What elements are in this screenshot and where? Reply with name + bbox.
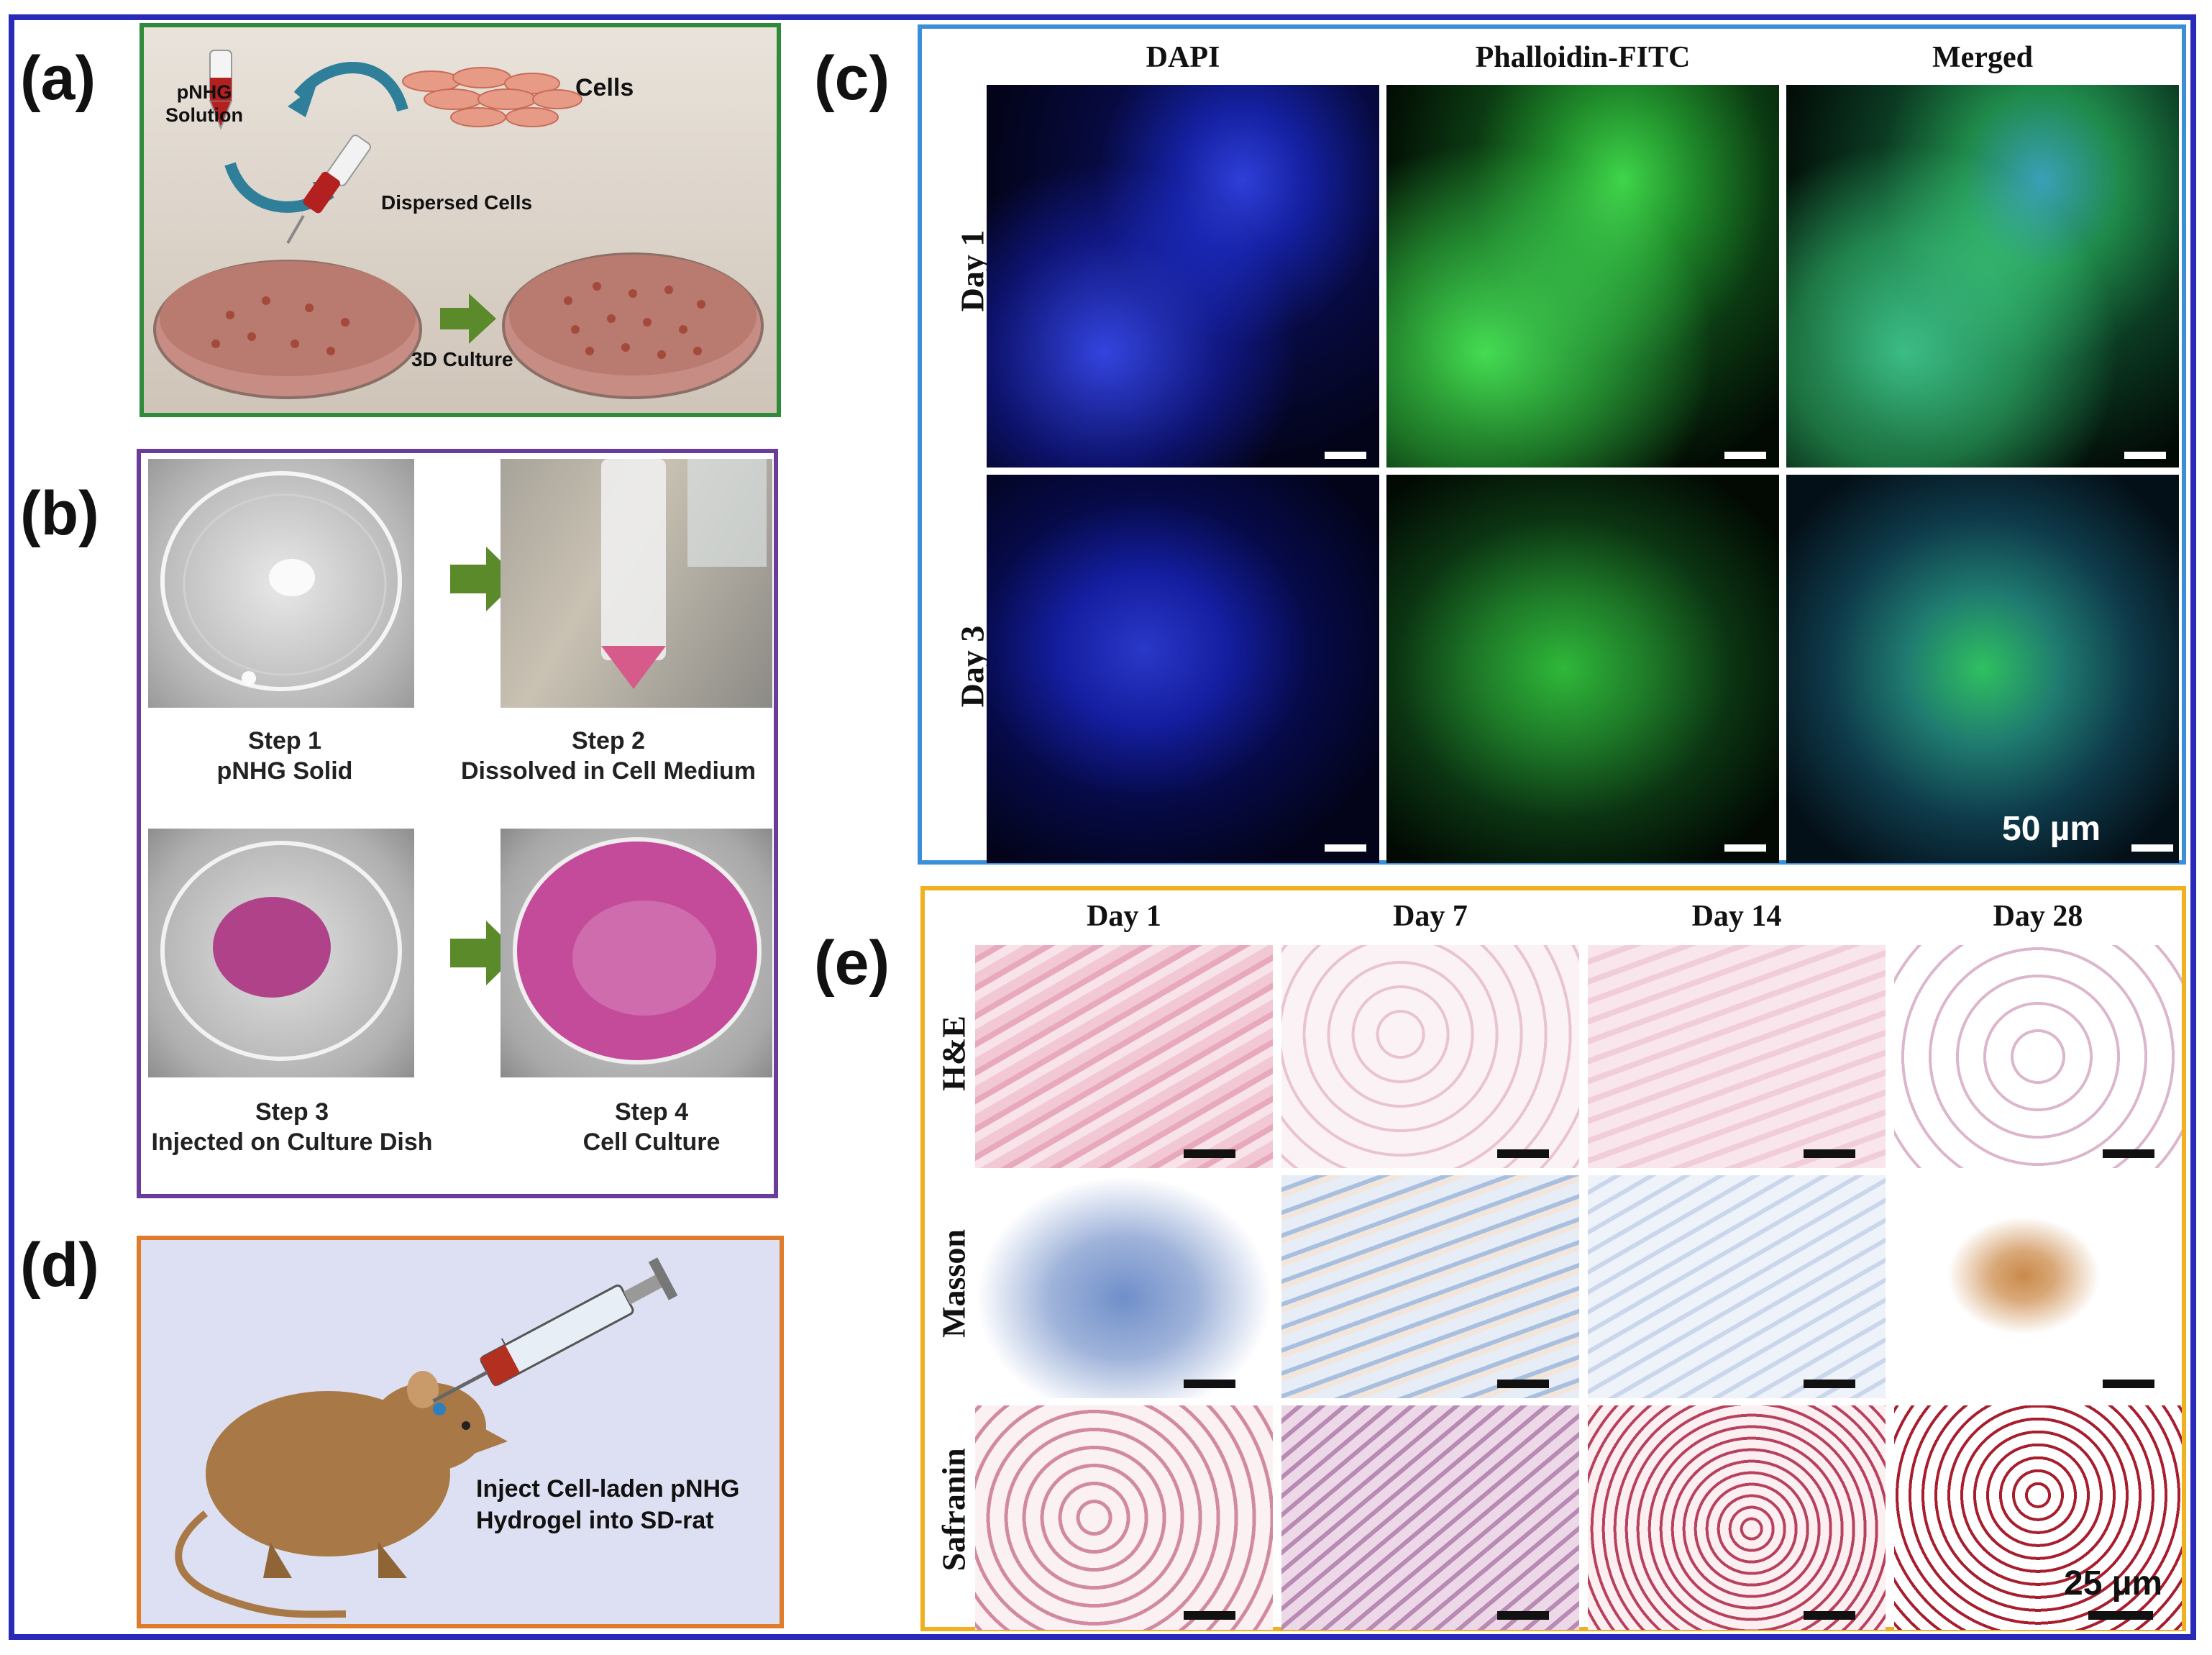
- culture-dish-right: [502, 252, 764, 399]
- column-header-dapi: DAPI: [1146, 41, 1220, 74]
- histology-he-day-28: [1894, 945, 2182, 1168]
- column-header-phalloidin: Phalloidin-FITC: [1475, 41, 1691, 74]
- histology-masson-day-28: [1894, 1175, 2182, 1398]
- photo-step-2: [501, 459, 772, 708]
- histology-he-day-7: [1281, 945, 1579, 1168]
- step-2-title: Step 2: [571, 727, 646, 754]
- step-1-desc: pNHG Solid: [216, 757, 353, 785]
- label-3d-culture: 3D Culture: [411, 348, 513, 370]
- scale-bar: [1804, 1380, 1855, 1388]
- micrograph-phalloidin-day-1: [1386, 85, 1779, 468]
- micrograph-phalloidin-day-3: [1386, 475, 1779, 863]
- micrograph-dapi-day-1: [987, 85, 1379, 468]
- column-header-merged: Merged: [1932, 41, 2033, 74]
- scale-bar: [1724, 844, 1766, 852]
- scale-bar: [2103, 1149, 2154, 1158]
- rat-icon: [175, 1371, 508, 1618]
- photo-step-1: [148, 459, 414, 708]
- micrograph-merged-day-1: [1786, 85, 2179, 468]
- scale-bar: [2103, 1380, 2154, 1388]
- histology-masson-day-7: [1281, 1175, 1579, 1398]
- step-3-title: Step 3: [255, 1098, 329, 1126]
- injection-caption: Inject Cell-laden pNHG Hydrogel into SD-…: [476, 1475, 740, 1534]
- syringe-icon: [432, 1257, 678, 1403]
- row-label-safranin: Safranin: [935, 1448, 972, 1572]
- scale-bar: [2088, 1611, 2153, 1620]
- photo-step-3: [148, 829, 414, 1077]
- histology-masson-day-14: [1588, 1175, 1886, 1398]
- arrow-icon: [440, 293, 496, 344]
- scale-bar: [1325, 452, 1366, 459]
- step-3-desc: Injected on Culture Dish: [151, 1129, 433, 1156]
- micrograph-dapi-day-3: [987, 475, 1379, 863]
- scale-bar: [1497, 1149, 1549, 1158]
- scale-bar: [2131, 844, 2173, 852]
- scale-bar: [2124, 452, 2166, 459]
- row-label-masson: Masson: [935, 1229, 972, 1338]
- panel-c: DAPI Phalloidin-FITC Merged Day 1 Day 3 …: [918, 24, 2186, 865]
- rat-injection-illustration: [175, 1257, 678, 1618]
- column-header-day-7: Day 7: [1393, 900, 1468, 933]
- histology-he-day-14: [1588, 945, 1886, 1168]
- scale-bar-label: 25 µm: [2064, 1564, 2163, 1602]
- step-1-title: Step 1: [247, 727, 322, 754]
- step-2-desc: Dissolved in Cell Medium: [461, 757, 756, 785]
- scale-bar: [1497, 1611, 1549, 1620]
- micrograph-merged-day-3: 50 µm: [1786, 475, 2179, 863]
- row-label-day-1: Day 1: [954, 229, 991, 312]
- histology-safranin-day-1: [975, 1405, 1273, 1630]
- panel-label-d: (d): [20, 1231, 99, 1300]
- histology-safranin-day-7: [1281, 1405, 1579, 1630]
- panel-label-b: (b): [20, 479, 99, 548]
- column-header-day-28: Day 28: [1993, 900, 2083, 933]
- histology-safranin-day-14: [1588, 1405, 1886, 1630]
- cell-culture-illustration: [153, 50, 764, 399]
- histology-masson-day-1: [975, 1175, 1273, 1398]
- panel-label-c: (c): [814, 44, 890, 113]
- panel-a: pNHG Solution Cells Dispersed Cells 3D C…: [140, 23, 781, 417]
- pnhg-tube-icon: [209, 50, 233, 130]
- syringe-icon: [286, 135, 372, 245]
- scale-bar: [1184, 1380, 1235, 1388]
- row-label-he: H&E: [935, 1016, 972, 1091]
- panel-e: Day 1 Day 7 Day 14 Day 28 H&E Masson Saf…: [920, 886, 2186, 1631]
- histology-safranin-day-28: 25 µm: [1894, 1405, 2182, 1630]
- scale-bar: [1804, 1149, 1855, 1158]
- scale-bar: [1497, 1380, 1549, 1388]
- label-cells: Cells: [575, 74, 634, 101]
- column-header-day-14: Day 14: [1691, 900, 1782, 933]
- step-4-title: Step 4: [614, 1098, 689, 1126]
- panel-label-e: (e): [814, 929, 890, 998]
- scale-bar-label: 50 µm: [2002, 810, 2101, 848]
- photo-step-4: [501, 829, 772, 1077]
- label-pnhg-solution: pNHG Solution: [165, 81, 243, 126]
- figure-frame: [9, 14, 2196, 1640]
- scale-bar: [1325, 844, 1366, 852]
- label-dispersed-cells: Dispersed Cells: [381, 191, 533, 214]
- row-label-day-3: Day 3: [954, 625, 991, 708]
- scale-bar: [1724, 452, 1766, 459]
- scale-bar: [1804, 1611, 1855, 1620]
- panel-d: Inject Cell-laden pNHG Hydrogel into SD-…: [137, 1236, 784, 1628]
- cells-cluster: [402, 67, 582, 127]
- scale-bar: [1184, 1149, 1235, 1158]
- panel-b: Step 1 pNHG Solid Step 2 Dissolved in Ce…: [137, 449, 778, 1198]
- histology-he-day-1: [975, 945, 1273, 1168]
- panel-label-a: (a): [20, 44, 96, 113]
- step-4-desc: Cell Culture: [582, 1129, 721, 1156]
- column-header-day-1: Day 1: [1087, 900, 1161, 933]
- culture-dish-left: [153, 260, 422, 399]
- scale-bar: [1184, 1611, 1235, 1620]
